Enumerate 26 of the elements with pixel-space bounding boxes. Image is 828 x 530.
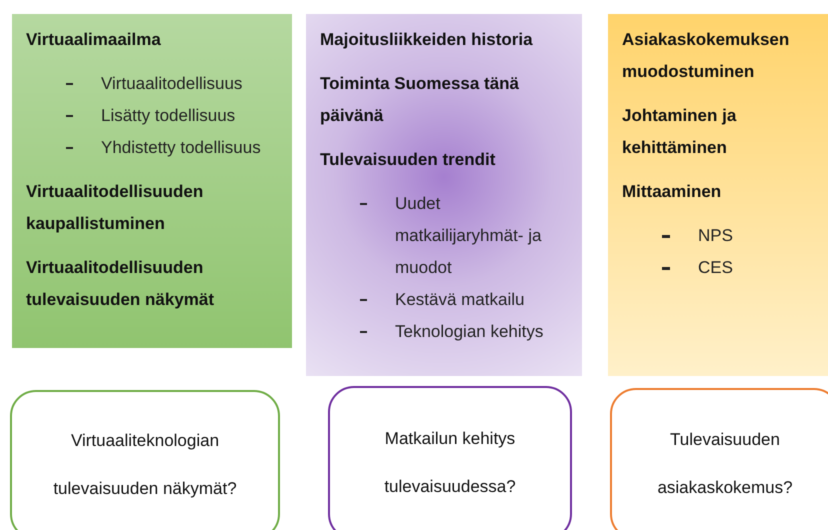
question-box [610, 388, 828, 530]
list-item-text: Virtuaalitodellisuus [101, 73, 244, 95]
list-item-text: Kestävä matkailu [395, 289, 526, 311]
section-heading: Toiminta Suomessa tänä päivänä [320, 73, 520, 127]
topic-panel [12, 14, 292, 348]
section-heading: Virtuaalimaailma [26, 29, 162, 51]
list-item-text: CES [698, 257, 734, 279]
question-text: Matkailun kehitys tulevaisuudessa? [383, 428, 517, 498]
section-heading: Majoitusliikkeiden historia [320, 29, 534, 51]
question-box [328, 386, 572, 530]
list-item-text: Teknologian kehitys [395, 321, 544, 343]
section-heading: Mittaaminen [622, 181, 722, 203]
topic-panel [608, 14, 828, 376]
section-heading: Asiakaskokemuksen muodostuminen [622, 29, 790, 83]
section-heading: Johtaminen ja kehittäminen [622, 105, 738, 159]
topic-panel [306, 14, 582, 376]
section-heading: Tulevaisuuden trendit [320, 149, 496, 171]
list-item-text: Uudet matkailijaryhmät- ja muodot [395, 193, 542, 279]
list-item-text: NPS [698, 225, 734, 247]
question-box [10, 390, 280, 530]
list-item-text: Lisätty todellisuus [101, 105, 236, 127]
section-heading: Virtuaalitodellisuuden kaupallistuminen [26, 181, 204, 235]
section-heading: Virtuaalitodellisuuden tulevaisuuden näkymät [26, 257, 216, 311]
question-text: Tulevaisuuden asiakaskokemus? [656, 429, 794, 499]
list-item-text: Yhdistetty todellisuus [101, 137, 262, 159]
question-text: Virtuaaliteknologian tulevaisuuden näkymät? [52, 430, 238, 500]
